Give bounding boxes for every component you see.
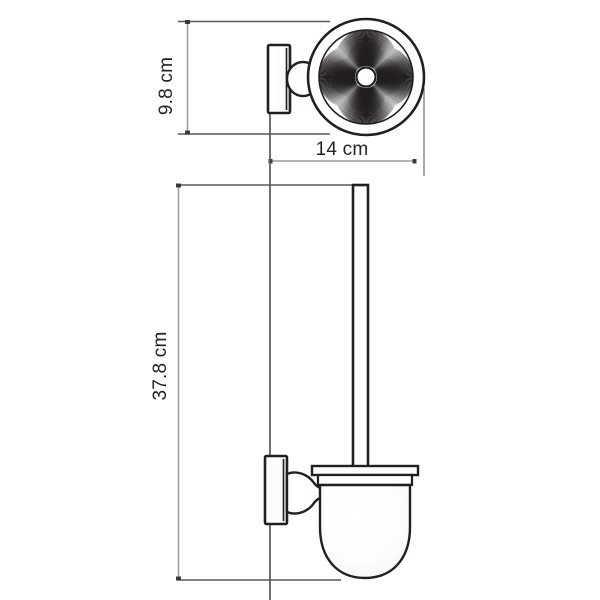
cup-body	[318, 483, 412, 580]
dimension-tick-overall-bottom	[176, 576, 181, 581]
lower-wall-plate	[263, 454, 289, 526]
brush-head	[306, 17, 426, 137]
brush-head-bristles	[319, 30, 413, 124]
cup-rim-band	[316, 473, 414, 487]
dimension-tick-right	[412, 159, 417, 164]
dimension-tick-bottom	[185, 130, 190, 135]
dimension-tick-overall-top	[176, 183, 181, 188]
dimension-label-height-bracket: 9.8 cm	[156, 57, 177, 115]
cup-top-flange	[310, 464, 420, 477]
dimension-label-overall-height: 37.8 cm	[150, 332, 171, 401]
handle-rod-body	[351, 183, 370, 474]
brush-head-center-hole	[355, 66, 377, 88]
dimension-label-projection-depth: 14 cm	[316, 139, 369, 160]
cup-holder	[310, 464, 420, 580]
dimension-labels-group: 9.8 cm 14 cm 37.8 cm	[150, 57, 368, 401]
handle-rod	[351, 183, 370, 474]
dimension-tick-top	[185, 20, 190, 24]
